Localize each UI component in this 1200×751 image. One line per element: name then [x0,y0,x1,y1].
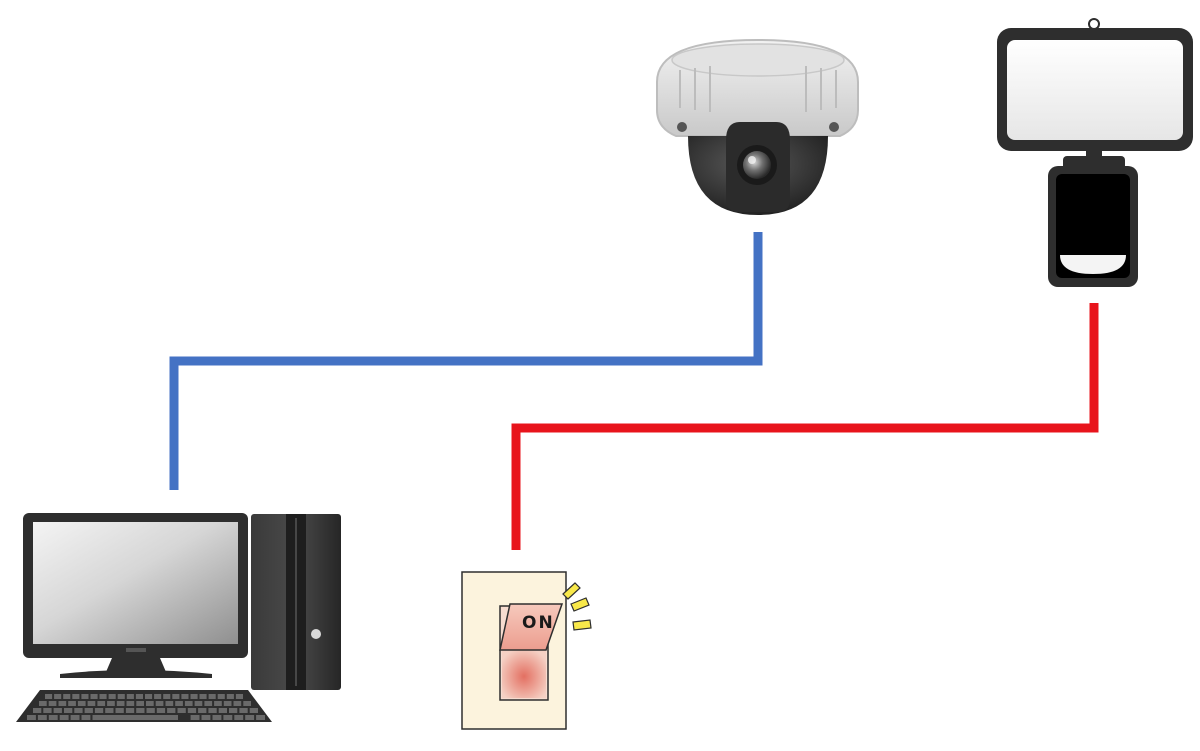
keyboard-key [72,694,80,699]
keyboard-key [48,715,58,720]
keyboard-key [64,708,73,713]
keyboard-key [256,715,265,720]
keyboard-key [239,708,248,713]
keyboard-key [146,701,154,706]
keyboard-key [235,694,243,699]
keyboard-key [107,701,115,706]
keyboard-key [208,708,217,713]
dome-security-camera-icon [656,38,859,215]
keyboard-key [249,708,258,713]
keyboard-key [81,715,91,720]
keyboard-key [45,694,53,699]
switch-state-label: ON [522,613,555,633]
keyboard-key [125,708,135,713]
keyboard-key [155,701,164,706]
keyboard-key [223,701,232,706]
keyboard-key [63,694,71,699]
keyboard-key [97,701,106,706]
keyboard-key [117,694,125,699]
keyboard-key [194,701,203,706]
keyboard-key [233,701,242,706]
keyboard-key [243,701,251,706]
keyboard-key [167,708,176,713]
keyboard-key [156,708,166,713]
switch-spark-icon [562,582,592,631]
keyboard-key [135,694,143,699]
keyboard-key [218,708,227,713]
keyboard-key [126,701,135,706]
keyboard-key [181,694,189,699]
keyboard-key [59,715,69,720]
keyboard-key [94,708,104,713]
keyboard-key [136,708,145,713]
keyboard-key [108,694,116,699]
keyboard-key [33,708,42,713]
keyboard-key [175,701,183,706]
keyboard-key [70,715,80,720]
keyboard-key [245,715,255,720]
keyboard-key [163,694,171,699]
keyboard-key [199,694,207,699]
keyboard-key [229,708,238,713]
keyboard-key [99,694,107,699]
keyboard-key [190,715,200,720]
keyboard-key [214,701,222,706]
keyboard-key [77,701,86,706]
desktop-computer-icon [16,513,341,722]
keyboard-key [39,701,47,706]
keyboard-key [105,708,114,713]
keyboard-key [27,715,36,720]
keyboard-key [54,694,62,699]
keyboard-key [154,694,162,699]
keyboard-key [81,694,89,699]
keyboard-key [48,701,57,706]
keyboard-spacebar [96,715,178,720]
keyboard-key [184,701,193,706]
keyboard-key [115,708,124,713]
camera-to-computer-link [169,232,763,490]
keyboard-key [223,715,233,720]
keyboard-key [201,715,211,720]
keyboard-key [84,708,93,713]
keyboard-key [172,694,180,699]
keyboard-key [146,708,155,713]
keyboard-key [58,701,67,706]
keyboard-key [204,701,213,706]
keyboard-key [68,701,76,706]
keyboard-key [165,701,174,706]
keyboard-key [37,715,47,720]
keyboard-key [116,701,125,706]
keyboard-key [136,701,144,706]
keyboard-key [187,708,197,713]
keyboard-key [217,694,225,699]
keyboard-key [212,715,222,720]
keyboard-key [198,708,207,713]
keyboard-key [145,694,153,699]
keyboard-key [190,694,198,699]
light-to-switch-link [511,303,1099,550]
keyboard-key [53,708,62,713]
motion-sensor-floodlight-icon [997,18,1193,287]
wall-switch-icon: ON [461,571,592,730]
keyboard-key [226,694,234,699]
keyboard-key [87,701,96,706]
keyboard-key [43,708,52,713]
keyboard-key [74,708,83,713]
keyboard-key [234,715,244,720]
keyboard-key [126,694,134,699]
keyboard-key [208,694,216,699]
keyboard-key [177,708,186,713]
keyboard-key [90,694,98,699]
